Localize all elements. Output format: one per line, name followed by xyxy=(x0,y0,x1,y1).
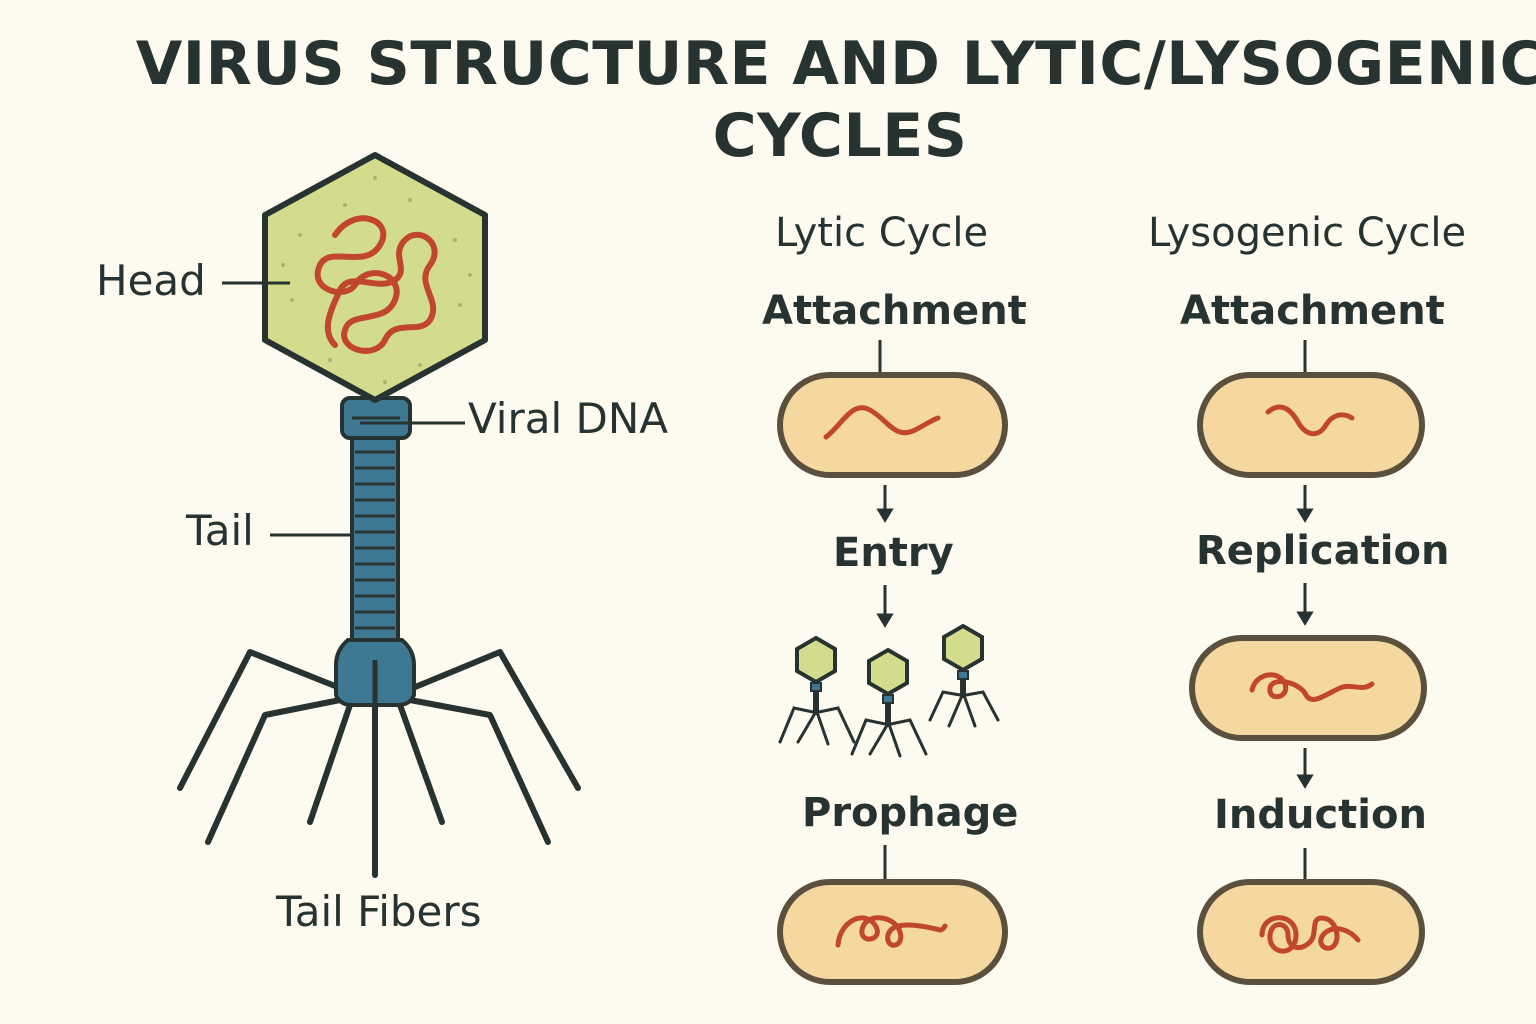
lysogenic-replication-cell xyxy=(1189,635,1427,741)
lysogenic-step-replication: Replication xyxy=(1196,528,1450,574)
head-label: Head xyxy=(96,256,206,305)
lysogenic-cycle-heading: Lysogenic Cycle xyxy=(1148,210,1467,256)
lytic-step-attachment: Attachment xyxy=(762,288,1027,334)
viral-dna-label: Viral DNA xyxy=(468,394,668,443)
bacteriophage xyxy=(177,152,581,878)
tail-label: Tail xyxy=(186,506,254,555)
mini-phage xyxy=(928,623,1000,728)
viral-dna-strand xyxy=(314,215,438,354)
head-capsid xyxy=(262,152,488,403)
mini-phage xyxy=(778,635,856,746)
lytic-prophage-cell xyxy=(777,879,1008,985)
tail-fibers xyxy=(177,649,581,878)
lysogenic-attachment-cell xyxy=(1197,372,1425,478)
lysogenic-induction-cell xyxy=(1197,879,1425,985)
tail-sheath xyxy=(350,428,400,642)
mini-phage xyxy=(850,647,928,758)
lytic-cycle-diagram xyxy=(777,340,1008,985)
lytic-step-entry: Entry xyxy=(833,530,954,576)
lytic-cycle-heading: Lytic Cycle xyxy=(775,210,989,256)
lysogenic-step-induction: Induction xyxy=(1214,792,1427,838)
page-title: VIRUS STRUCTURE AND LYTIC/LYSOGENIC CYCL… xyxy=(135,29,1536,171)
tail-fibers-label: Tail Fibers xyxy=(276,887,482,936)
lysogenic-step-attachment: Attachment xyxy=(1180,288,1445,334)
progeny-phages xyxy=(778,623,1000,758)
lysogenic-cycle-diagram xyxy=(1189,340,1427,985)
structure-leader-lines xyxy=(222,281,465,537)
lytic-step-prophage: Prophage xyxy=(802,790,1019,836)
